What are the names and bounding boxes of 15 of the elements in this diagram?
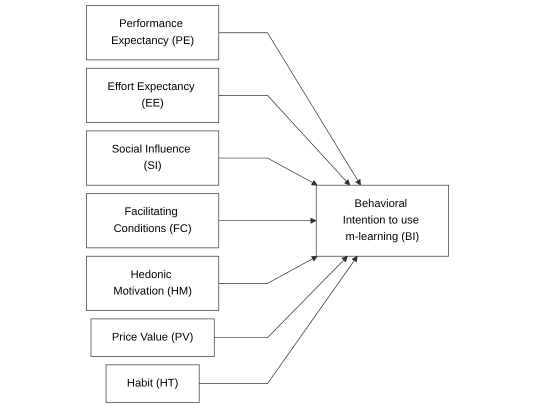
arrow xyxy=(218,256,318,284)
node-box: Facilitating Conditions (FC) xyxy=(86,193,220,248)
node-box: Habit (HT) xyxy=(106,364,200,403)
arrow xyxy=(218,158,318,186)
node-box: Performance Expectancy (PE) xyxy=(86,5,220,60)
node-box: Hedonic Motivation (HM) xyxy=(86,256,220,311)
node-box: Social Influence (SI) xyxy=(86,130,220,186)
arrow xyxy=(198,256,358,384)
arrow xyxy=(214,256,348,338)
arrow xyxy=(218,32,361,186)
arrow xyxy=(218,95,350,186)
node-box: Price Value (PV) xyxy=(90,318,215,357)
node-box: Effort Expectancy (EE) xyxy=(86,68,220,123)
node-box: Behavioral Intention to use m-learning (BI) xyxy=(316,184,449,257)
arrow xyxy=(218,218,317,224)
